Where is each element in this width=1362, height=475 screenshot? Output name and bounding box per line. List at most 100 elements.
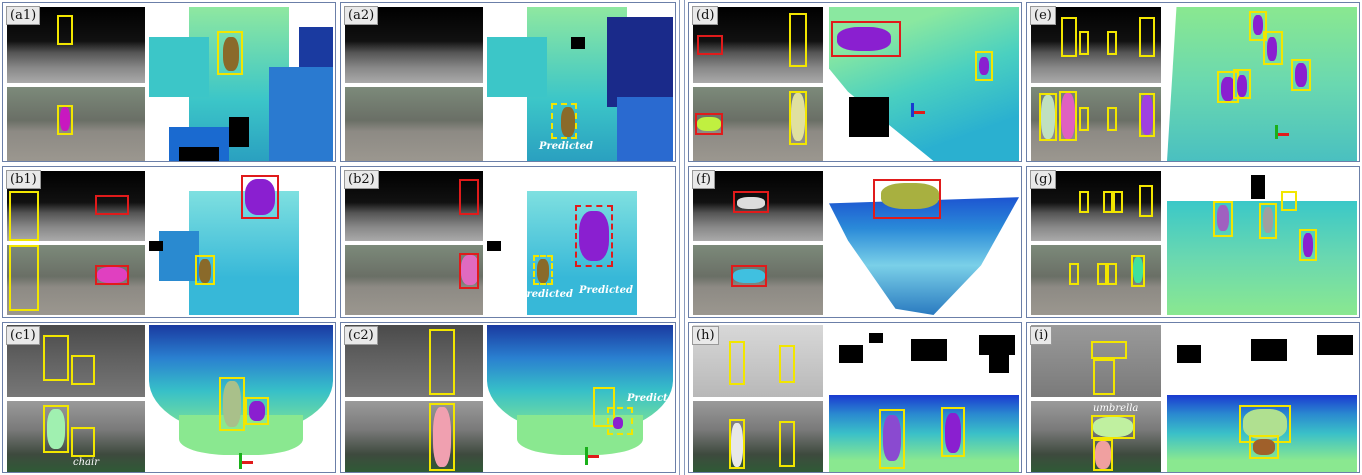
panel-e: (e) [1026,2,1360,162]
axis-x [913,111,925,114]
segmented-person [1095,441,1111,469]
detection-box [9,245,39,311]
detection-box [1233,69,1251,99]
detection-box [789,13,807,67]
object-voxels [979,57,989,75]
rgb-image [7,245,145,315]
voxel-map [149,325,333,472]
object-voxels [537,259,549,283]
predicted-box [607,407,633,435]
rgb-image: umbrella [1031,401,1161,472]
detection-box [1113,191,1123,213]
object-voxels [1267,37,1277,61]
detection-box [1079,31,1089,55]
object-voxels [1217,205,1229,231]
object-voxels [883,415,901,461]
detection-box [71,427,95,457]
panel-a2: (a2) Predicted [340,2,676,162]
predicted-box [575,205,613,267]
segmented-car [733,269,765,283]
detection-box [1139,17,1155,57]
object-voxels [1237,75,1247,97]
detection-box [1103,191,1113,213]
predicted-label: Predicted [627,393,673,404]
detection-box [241,175,279,219]
panel-label: (i) [1030,326,1053,345]
detection-box [95,265,129,285]
detection-box [95,195,129,215]
panel-c1: (c1) chair [2,322,336,473]
object-voxels [613,417,623,429]
panel-b2: (b2) Predicted Predicted [340,166,676,318]
detection-box [1107,31,1117,55]
detection-box [1091,415,1135,439]
axis-y [239,453,242,469]
panel-label: (a2) [344,6,379,25]
detection-box [459,179,479,215]
segmented-person [1141,95,1153,135]
panel-label: (b1) [6,170,41,189]
detection-box [1291,59,1311,91]
detection-box [695,113,723,135]
detection-box [1299,229,1317,261]
detection-box [1059,91,1077,141]
axis-y [1275,125,1278,139]
axis-x [241,461,253,464]
detection-box [1107,263,1117,285]
segmented-person [1133,257,1143,283]
predicted-box [551,103,577,139]
detection-box [1079,107,1089,131]
object-voxels [837,27,891,51]
detection-box [429,403,455,471]
object-voxels [1303,233,1313,257]
panel-label: (d) [692,6,719,25]
detection-box [43,335,69,381]
object-voxels [1263,207,1273,233]
detection-box [729,419,745,469]
detection-box [9,191,39,241]
detection-box [1249,11,1267,41]
voxel-map [829,325,1019,472]
object-voxels [579,211,609,261]
panel-c2: (c2) Predicted [340,322,676,473]
detection-box [873,179,941,219]
detection-box [195,255,215,285]
panel-label: (h) [692,326,719,345]
object-voxels [945,413,961,453]
segmented-person [47,409,65,449]
detection-box [71,355,95,385]
predicted-box [533,255,553,285]
detection-box [1079,191,1089,213]
panel-f: (f) [688,166,1022,318]
voxel-map: Predicted Predicted [487,171,673,315]
axis-z [911,103,914,117]
object-voxels [561,107,575,137]
detection-box [57,105,73,135]
segmented-umbrella [1093,417,1133,437]
voxel-map: Predicted [487,7,673,161]
rgb-image [7,87,145,161]
axis-x [1277,133,1289,136]
panel-label: (a1) [6,6,41,25]
detection-box [731,265,767,287]
voxel-map [149,7,333,161]
panel-label: (c2) [344,326,378,345]
object-voxels [881,183,939,209]
depth-image [1031,325,1161,397]
detection-box [1097,263,1107,285]
detection-box [1281,191,1297,211]
panel-b1: (b1) [2,166,336,318]
rgb-image [693,245,823,315]
segmented-car [737,197,765,209]
detection-box [975,51,993,81]
detection-box [1091,341,1127,359]
object-voxels [1253,439,1275,455]
voxel-map [1167,325,1357,472]
detection-box [779,345,795,383]
detection-box [57,15,73,45]
detection-box [43,405,69,453]
column-divider [679,0,685,475]
object-voxels [1221,77,1235,101]
object-voxels [223,37,239,71]
axis-y [585,447,588,465]
